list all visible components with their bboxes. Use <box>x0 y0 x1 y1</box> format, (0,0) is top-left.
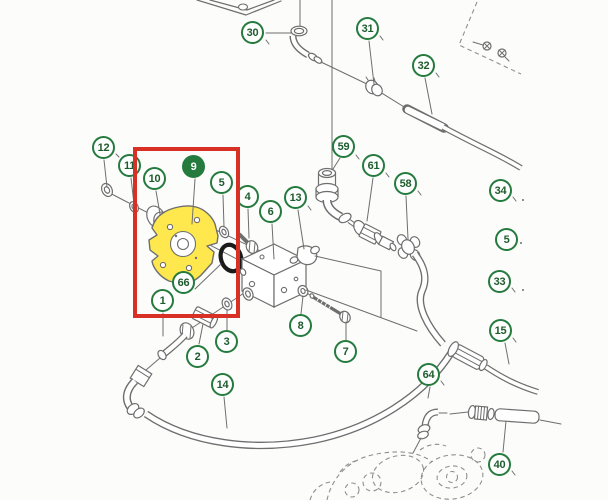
callout-12[interactable]: 12 <box>92 136 115 159</box>
callout-58[interactable]: 58 <box>394 172 417 195</box>
callout-61[interactable]: 61 <box>362 154 385 177</box>
callout-40[interactable]: 40 <box>488 453 511 476</box>
part-61-connector <box>353 219 397 252</box>
part-7-bolt <box>309 293 351 324</box>
callout-13[interactable]: 13 <box>284 186 307 209</box>
hose-from-58 <box>411 251 446 347</box>
part-12-nut <box>100 182 114 198</box>
washer-below-pump <box>242 287 254 301</box>
callout-1[interactable]: 1 <box>151 289 174 312</box>
engine-reference-sketch <box>309 443 486 500</box>
hose-end-elbow <box>122 364 153 419</box>
callout-5a[interactable]: 5 <box>210 171 233 194</box>
callout-66[interactable]: 66 <box>172 271 195 294</box>
dashed-reference-box <box>458 1 522 75</box>
callout-10[interactable]: 10 <box>143 167 166 190</box>
connection-lines <box>305 255 418 332</box>
part-8-nut <box>297 284 309 298</box>
part-40-hose-fitting <box>449 404 562 425</box>
part-3-washer <box>221 297 233 311</box>
callout-34[interactable]: 34 <box>489 179 512 202</box>
part-30-elbow-fitting <box>289 25 323 64</box>
part-31-clamp <box>365 76 383 97</box>
callout-30[interactable]: 30 <box>241 21 264 44</box>
part-59-elbow-valve <box>315 167 358 228</box>
callout-4[interactable]: 4 <box>236 185 259 208</box>
callout-leader-lines <box>103 32 524 476</box>
callout-6[interactable]: 6 <box>259 200 282 223</box>
part-5-washer <box>218 225 230 239</box>
part-14-hose <box>143 350 455 450</box>
part-13-fitting <box>289 245 320 266</box>
callout-3[interactable]: 3 <box>215 330 238 353</box>
callout-15[interactable]: 15 <box>489 319 512 342</box>
lower-elbow-fitting <box>157 322 195 361</box>
part-66-o-ring <box>218 242 244 274</box>
part-32-hose-sleeve <box>402 104 523 171</box>
callout-11[interactable]: 11 <box>118 154 141 177</box>
part-9-gasket-plate[interactable] <box>148 205 219 285</box>
callout-2[interactable]: 2 <box>186 345 209 368</box>
callout-31[interactable]: 31 <box>356 17 379 40</box>
callout-9[interactable]: 9 <box>182 155 205 178</box>
callout-59[interactable]: 59 <box>332 135 355 158</box>
callout-7[interactable]: 7 <box>334 340 357 363</box>
part-64-elbow <box>412 408 448 454</box>
callout-32[interactable]: 32 <box>412 54 435 77</box>
callout-5b[interactable]: 5 <box>495 228 518 251</box>
callout-8[interactable]: 8 <box>289 314 312 337</box>
callout-14[interactable]: 14 <box>211 373 234 396</box>
hose-junction-fitting <box>447 341 539 395</box>
bracket-plate-drawing <box>196 0 282 16</box>
callout-64[interactable]: 64 <box>417 363 440 386</box>
callout-33[interactable]: 33 <box>488 270 511 293</box>
